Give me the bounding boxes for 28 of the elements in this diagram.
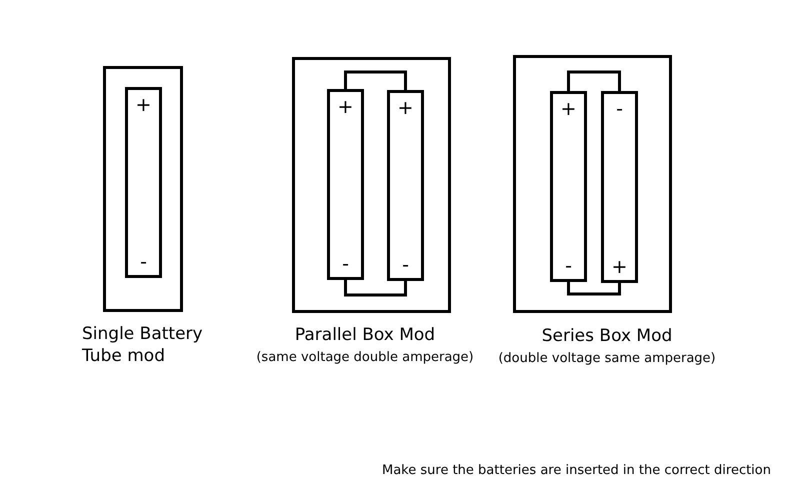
note-text: Make sure the batteries are inserted in the correct direction	[382, 463, 771, 478]
polarity-sign: -	[616, 98, 623, 120]
mod-housing	[292, 57, 451, 313]
caption-note: (double voltage same amperage)	[498, 350, 716, 367]
caption-note: (same voltage double amperage)	[256, 349, 474, 366]
battery-cell	[550, 91, 587, 282]
wire-connector	[344, 280, 407, 296]
polarity-sign: -	[402, 254, 409, 276]
battery-cell	[387, 90, 424, 281]
wire-connector	[567, 282, 621, 296]
polarity-sign: +	[398, 97, 414, 119]
wire-connector	[344, 70, 407, 90]
wire-connector	[567, 70, 621, 91]
polarity-sign: -	[342, 253, 349, 275]
caption-title: Single Battery Tube mod	[82, 323, 204, 367]
polarity-sign: +	[612, 256, 628, 278]
caption-title: Series Box Mod	[542, 325, 672, 347]
mod-housing	[103, 66, 183, 312]
battery-cell	[601, 91, 638, 283]
polarity-sign: +	[338, 96, 354, 118]
battery-cell	[327, 89, 364, 280]
battery-cell	[125, 87, 162, 278]
mod-housing	[513, 55, 672, 313]
polarity-sign: -	[565, 255, 572, 277]
polarity-sign: +	[136, 94, 152, 116]
polarity-sign: -	[140, 251, 147, 273]
polarity-sign: +	[560, 98, 576, 120]
caption-title: Parallel Box Mod	[294, 324, 436, 346]
